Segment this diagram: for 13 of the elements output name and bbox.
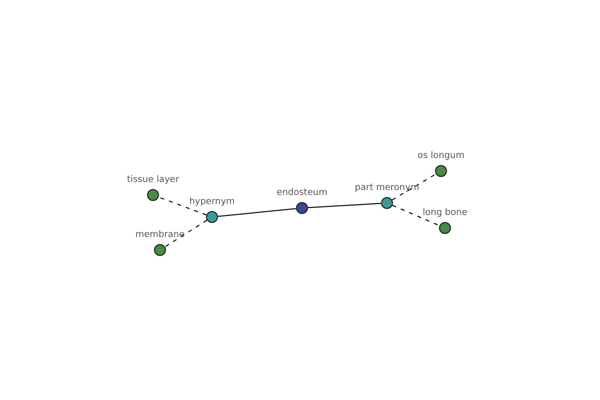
node-label: long bone xyxy=(422,208,468,219)
connector-line xyxy=(392,204,440,226)
connector-line xyxy=(392,174,436,200)
node-label: membrane xyxy=(135,230,185,241)
node-label: hypernym xyxy=(189,197,235,208)
node-label: tissue layer xyxy=(126,175,180,186)
node-label: os longum xyxy=(418,151,464,162)
node-label: endosteum xyxy=(276,188,328,199)
connector-line xyxy=(308,202,382,208)
connector-line xyxy=(217,208,297,217)
connector-line xyxy=(158,196,207,216)
connector-line xyxy=(164,220,208,248)
node-label: part meronym xyxy=(354,183,420,194)
